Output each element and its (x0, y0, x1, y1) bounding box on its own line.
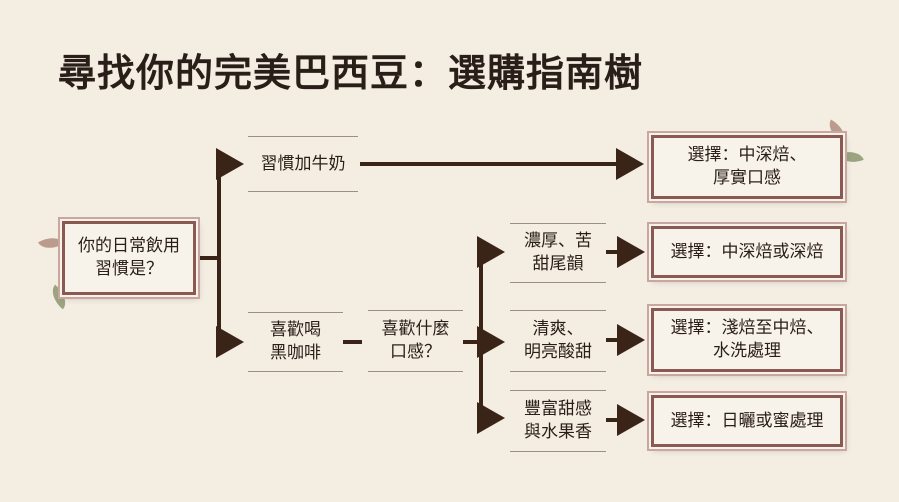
option-bright-label: 清爽、 明亮酸甜 (524, 319, 592, 362)
option-black-label: 喜歡喝 黑咖啡 (270, 320, 321, 363)
result-box-4: 選擇：日曬或蜜處理 (651, 395, 843, 447)
result-box-1: 選擇：中深焙、 厚實口感 (651, 135, 843, 199)
result-4-label: 選擇：日曬或蜜處理 (670, 410, 824, 431)
option-black: 喜歡喝 黑咖啡 (248, 312, 343, 372)
option-rich-label: 濃厚、苦 甜尾韻 (524, 231, 592, 274)
option-bright: 清爽、 明亮酸甜 (510, 310, 606, 372)
option-fruity-label: 豐富甜感 與水果香 (524, 399, 592, 442)
result-1-label: 選擇：中深焙、 厚實口感 (687, 145, 807, 188)
option-fruity: 豐富甜感 與水果香 (510, 390, 606, 452)
root-question-box: 你的日常飲用 習慣是？ (62, 221, 196, 295)
result-3-label: 選擇：淺焙至中焙、 水洗處理 (670, 318, 824, 361)
option-rich: 濃厚、苦 甜尾韻 (510, 223, 606, 283)
question-taste: 喜歡什麼 口感？ (368, 310, 463, 372)
page-title: 尋找你的完美巴西豆：選購指南樹 (58, 51, 644, 95)
option-milk: 習慣加牛奶 (248, 136, 358, 192)
result-box-2: 選擇：中深焙或深焙 (651, 226, 843, 278)
result-2-label: 選擇：中深焙或深焙 (670, 241, 824, 262)
option-milk-label: 習慣加牛奶 (260, 153, 346, 174)
question-taste-label: 喜歡什麼 口感？ (381, 319, 450, 362)
result-box-3: 選擇：淺焙至中焙、 水洗處理 (651, 308, 843, 372)
root-question-label: 你的日常飲用 習慣是？ (78, 236, 180, 279)
